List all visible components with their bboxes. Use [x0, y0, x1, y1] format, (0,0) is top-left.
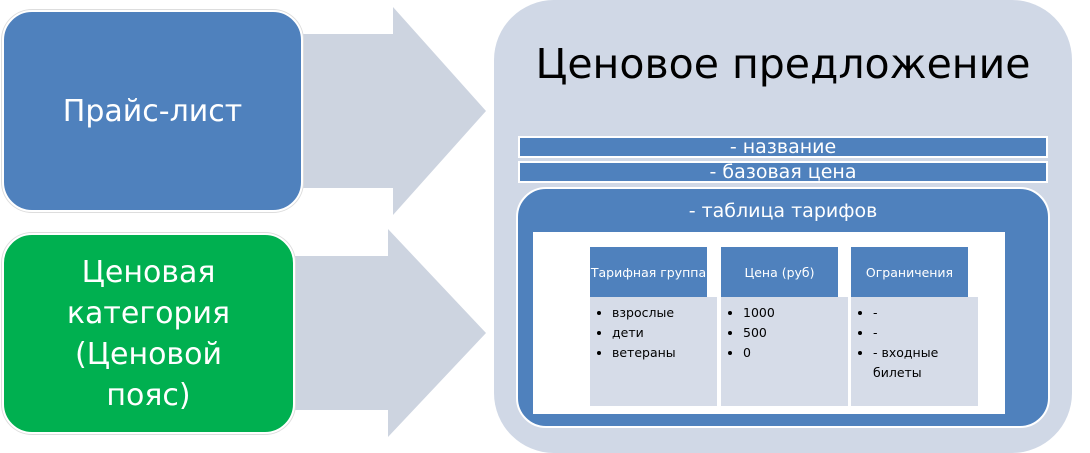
price-offer-title: Ценовое предложение: [535, 40, 1031, 88]
arrow-price-list: [303, 7, 486, 215]
base-price-bar: - базовая цена: [518, 161, 1048, 183]
tariff-table-title: - таблица тарифов: [688, 200, 878, 222]
list-item: 500: [743, 323, 844, 343]
list-item: -: [873, 303, 974, 323]
list-item: ветераны: [612, 343, 713, 363]
column-header: Тарифная группа: [590, 247, 707, 297]
column-header: Ограничения: [851, 247, 968, 297]
price-category-box: Ценовая категория (Ценовой пояс): [2, 233, 295, 434]
list-item: взрослые: [612, 303, 713, 323]
column-restrictions: Ограничения - - - входные билеты: [851, 247, 978, 406]
column-price: Цена (руб) 1000 500 0: [721, 247, 848, 406]
price-category-label: Ценовая категория (Ценовой пояс): [66, 254, 231, 413]
list-item: 1000: [743, 303, 844, 323]
arrow-price-category: [295, 229, 486, 437]
list-item: дети: [612, 323, 713, 343]
list-item: -: [873, 323, 974, 343]
column-header: Цена (руб): [721, 247, 838, 297]
price-list-box: Прайс-лист: [2, 10, 303, 212]
list-item: - входные билеты: [873, 343, 974, 383]
list-item: 0: [743, 343, 844, 363]
column-tariff-group: Тарифная группа взрослые дети ветераны: [590, 247, 717, 406]
name-bar: - название: [518, 136, 1048, 158]
price-list-label: Прайс-лист: [62, 93, 243, 129]
